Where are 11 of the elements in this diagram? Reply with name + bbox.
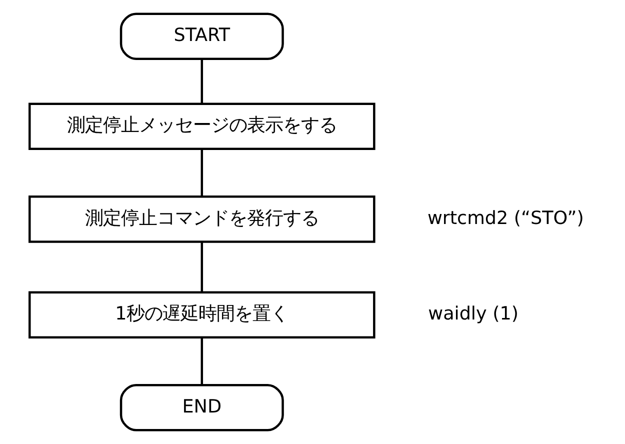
node-box: 測定停止メッセージの表示をする <box>28 102 375 150</box>
node-label: wrtcmd2 (“STO”) <box>426 208 584 229</box>
connector <box>200 242 203 292</box>
connector <box>200 149 203 197</box>
connector <box>200 58 203 104</box>
connector <box>200 338 203 386</box>
node-label: waidly (1) <box>428 304 518 325</box>
node-box: 1秒の遅延時間を置く <box>28 291 375 338</box>
node-box: END <box>119 384 284 432</box>
node-box: START <box>119 12 284 60</box>
node-box: 測定停止コマンドを発行する <box>28 196 375 243</box>
